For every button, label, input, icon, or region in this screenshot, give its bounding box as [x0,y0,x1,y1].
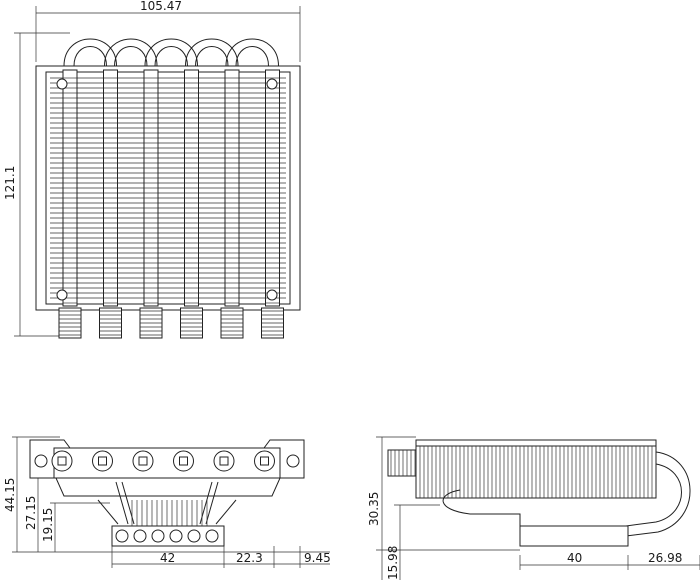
side-base-length-label: 40 [567,551,582,565]
heatpipe-loop [144,38,198,67]
heatpipe-ring-core [98,456,107,466]
heatpipe-loop-inner [154,46,188,67]
top-width-label: 105.47 [140,0,182,13]
heatpipes [62,69,280,307]
side-thread-body [387,449,417,477]
front-height-low-label: 19.15 [41,508,55,542]
heatpipe-ring [132,450,154,472]
top-width-dimension: 105.47 [35,0,301,62]
base-hole [205,529,219,543]
heatpipe-loops [63,38,279,67]
heatpipe-ring [254,450,275,472]
screw-bottom-right [266,289,278,301]
heatpipe-ring [92,450,113,472]
front-screw-right [286,454,300,468]
heatpipe-loop [225,38,279,67]
screw-bottom-left [56,289,68,301]
top-view: 105.47 121.1 [3,0,301,339]
side-overhang-label: 26.98 [648,551,682,565]
top-height-label: 121.1 [3,166,17,200]
heatpipe-loop-inner [114,46,148,67]
heatpipe-loop-inner [73,46,107,67]
side-height-upper-label: 30.35 [367,492,381,526]
heatpipe-ring-core [219,456,229,466]
base-hole [187,529,201,543]
front-view: 44.15 27.15 19.15 42 22.3 9.45 [3,436,331,568]
front-screw-left [34,454,48,468]
front-heatpipe-rings [51,450,275,472]
heatpipe-loop [63,38,117,67]
heatpipe-ring-core [260,456,269,466]
heatpipe-ring-core [138,456,148,466]
side-thread [387,449,417,477]
heatpipe-ring [213,450,235,472]
heatpipe-ring [173,450,194,472]
front-base-width-label: 42 [160,551,175,565]
base-hole [169,529,183,543]
side-heatpipe-hook [442,489,521,526]
fin-stack [50,77,286,299]
base-hole [115,529,129,543]
heatpipe-ring-core [57,456,67,466]
heatpipe-ring-core [179,456,188,466]
side-base-block [519,525,629,547]
base-hole [151,529,165,543]
heatpipe-loop [185,38,239,67]
side-view: 30.35 15.98 40 26.98 [367,436,700,580]
side-height-base-label: 15.98 [386,546,400,580]
frame-inner [45,71,291,305]
screw-top-left [56,78,68,90]
heatpipe-ring [51,450,73,472]
side-heatpipe-curve [625,451,691,537]
screw-top-right [266,78,278,90]
front-offset-edge-label: 9.45 [304,551,331,565]
top-height-dimension: 121.1 [3,32,70,337]
front-base-fins [131,500,208,526]
heatpipe-loop [104,38,158,67]
base-hole [133,529,147,543]
front-offset-right-label: 22.3 [236,551,263,565]
front-height-mid-label: 27.15 [24,496,38,530]
heatpipe-loop-inner [235,46,269,67]
heatpipe-ends [58,307,284,339]
heatpipe-loop-inner [195,46,229,67]
side-heatpipe-curve-inner [625,463,682,527]
front-height-total-label: 44.15 [3,478,17,512]
side-fins [419,446,653,498]
front-base-holes [115,529,219,543]
